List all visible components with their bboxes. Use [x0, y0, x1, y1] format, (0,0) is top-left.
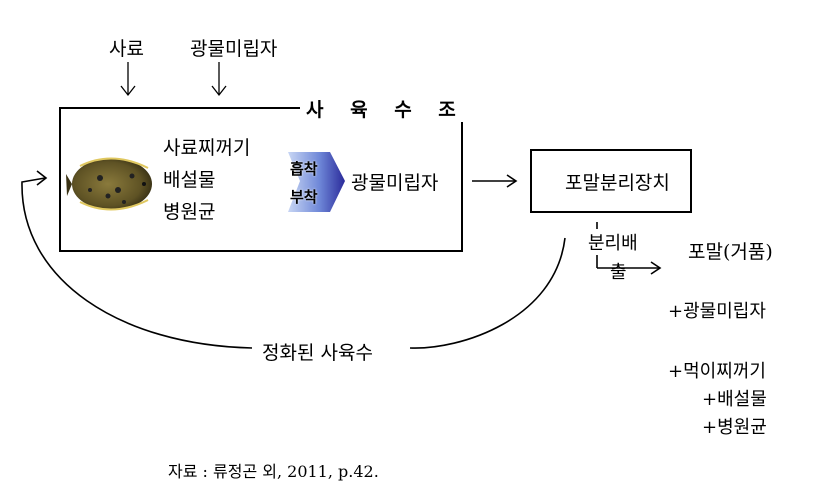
flatfish-image: [66, 157, 152, 211]
mineral-input-label: 광물미립자: [190, 38, 278, 60]
process-label-adsorption: 흡착: [290, 160, 318, 178]
foam-separator-box: [530, 149, 692, 213]
rearing-tank-box: [59, 107, 463, 252]
rearing-tank-title: 사 육 수 조: [300, 95, 472, 122]
waste-item-pathogen: 병원균: [163, 201, 216, 223]
process-arrow: [288, 152, 345, 212]
foam-content-excrement: +배설물: [702, 389, 767, 410]
waste-item-excrement: 배설물: [163, 169, 216, 191]
feed-input-arrow: [120, 62, 136, 97]
discharge-label-line2: 출: [610, 262, 627, 283]
foam-content-minerals: +광물미립자: [668, 301, 766, 322]
foam-product-label: 포말(거품): [688, 241, 773, 263]
foam-content-feed-residue: +먹이찌꺼기: [668, 361, 766, 382]
tank-to-separator-arrow: [472, 174, 518, 188]
feed-label: 사료: [109, 38, 144, 60]
discharge-label-line1: 분리배: [588, 229, 638, 255]
mineral-input-arrow: [211, 62, 227, 97]
process-label-attachment: 부착: [290, 188, 318, 206]
waste-item-feed-residue: 사료찌꺼기: [163, 137, 251, 159]
return-loop-arrow: [21, 170, 566, 349]
foam-separator-label: 포말분리장치: [565, 172, 670, 194]
foam-content-pathogen: +병원균: [702, 417, 767, 438]
purified-water-label: 정화된 사육수: [258, 338, 377, 365]
source-caption: 자료 : 류정곤 외, 2011, p.42.: [168, 462, 379, 481]
tank-output-label: 광물미립자: [351, 172, 439, 194]
